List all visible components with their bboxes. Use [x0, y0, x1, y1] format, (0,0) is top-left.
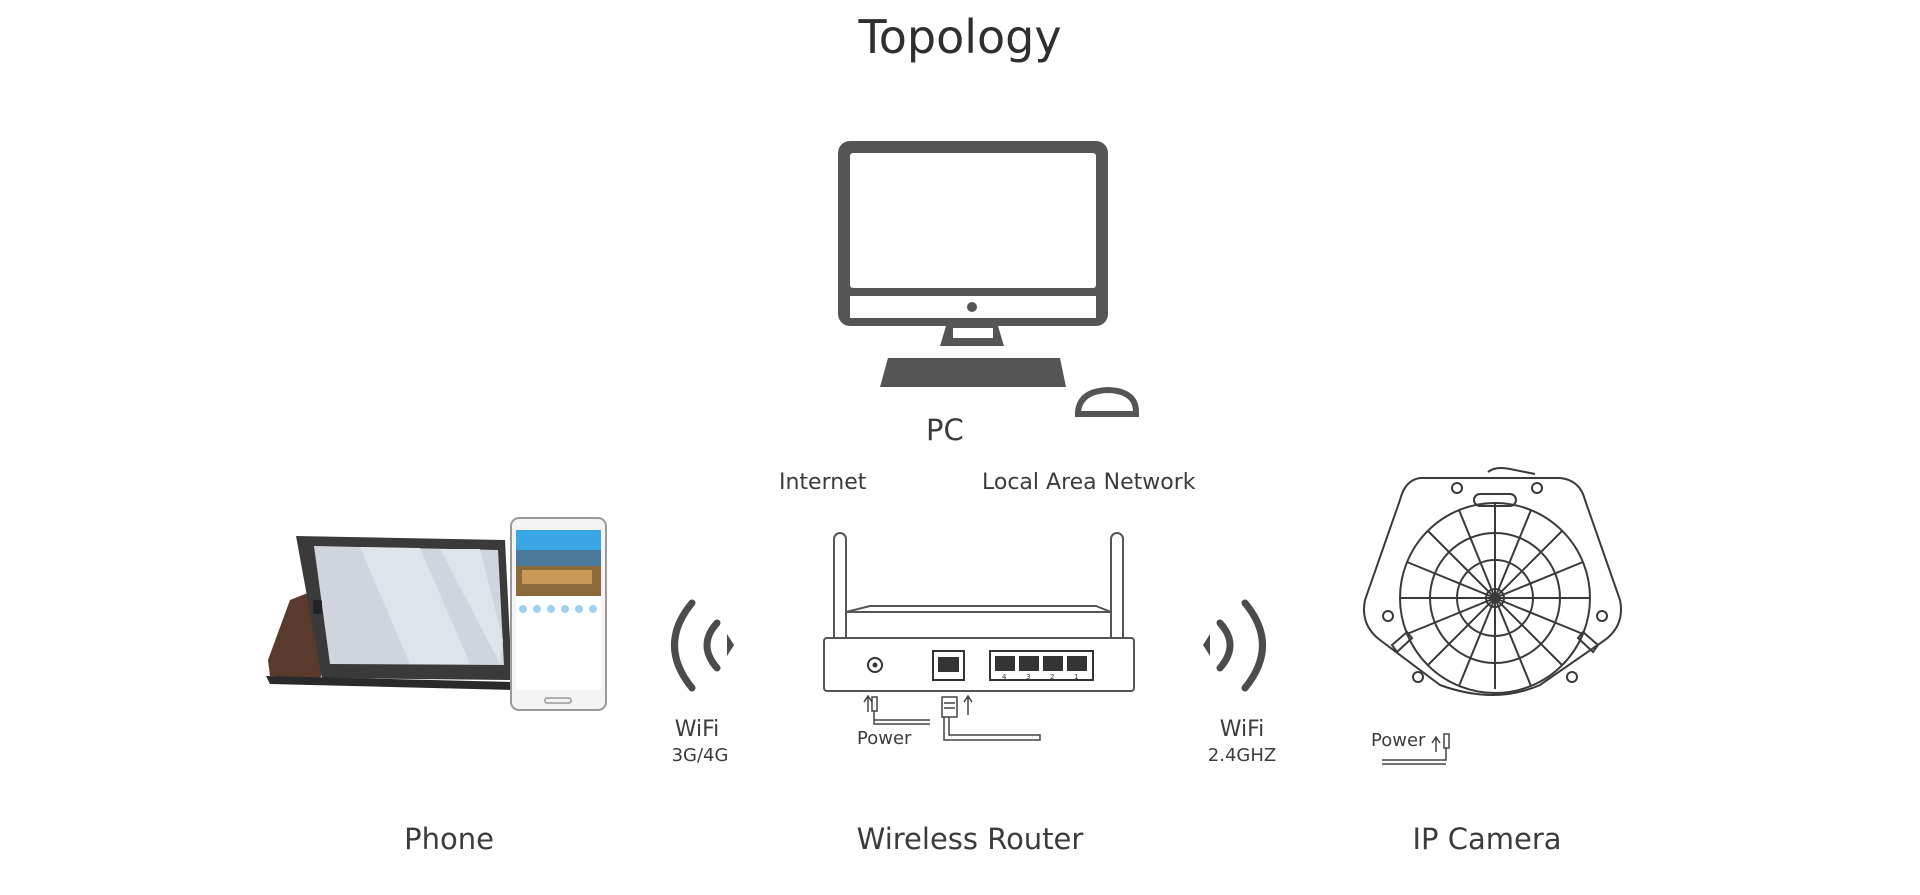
router-port-label: 1	[1074, 673, 1078, 681]
wifi-signal-right-icon	[1220, 603, 1263, 688]
camera-power-label: Power	[1371, 730, 1425, 751]
camera-label: IP Camera	[1412, 822, 1561, 856]
router-power-label: Power	[857, 728, 911, 749]
smartphone-icon	[511, 518, 606, 710]
wifi-left-band: 3G/4G	[672, 745, 729, 766]
router-port-label: 3	[1026, 673, 1030, 681]
wifi-left-tip	[727, 634, 734, 656]
pc-monitor-icon	[838, 141, 1108, 346]
router-port-label: 2	[1050, 673, 1054, 681]
mouse-icon	[1078, 390, 1136, 414]
router-icon	[824, 533, 1134, 691]
wifi-left-label: WiFi	[675, 717, 720, 742]
router-port-label: 4	[1002, 673, 1007, 681]
wifi-right-band: 2.4GHZ	[1208, 745, 1276, 766]
lan-label: Local Area Network	[982, 470, 1196, 495]
phone-label: Phone	[404, 822, 494, 856]
ip-camera-icon	[1364, 468, 1621, 695]
router-label: Wireless Router	[857, 822, 1084, 856]
keyboard-icon	[880, 358, 1066, 387]
router-lan-cable-icon	[942, 696, 1040, 740]
wifi-right-label: WiFi	[1220, 717, 1265, 742]
wifi-signal-left-icon	[675, 603, 718, 688]
router-power-cable-icon	[864, 696, 930, 724]
internet-label: Internet	[779, 470, 866, 495]
wifi-right-tip	[1203, 634, 1210, 656]
pc-label: PC	[926, 413, 964, 447]
tablet-icon	[266, 536, 512, 690]
